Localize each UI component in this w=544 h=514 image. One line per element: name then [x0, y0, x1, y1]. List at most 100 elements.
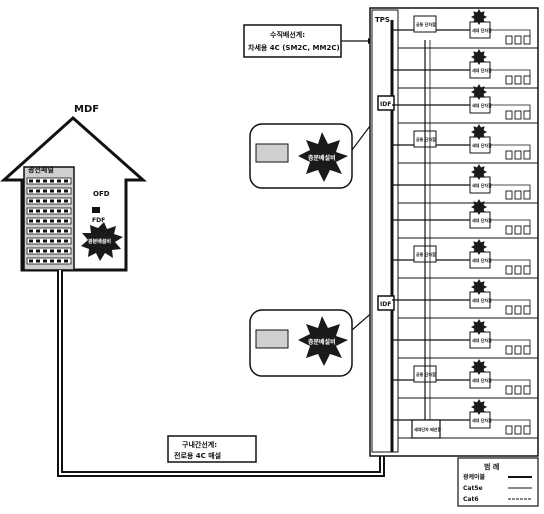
- idf-panel-thumbnail-lower: [256, 330, 288, 348]
- panel-port: [64, 220, 68, 223]
- panel-port: [64, 190, 68, 193]
- floor-outlet: [506, 151, 512, 159]
- panel-port: [36, 190, 40, 193]
- household-box-label: 세대 단자함: [472, 217, 492, 223]
- legend-item-fiber: 광케이블: [463, 473, 486, 481]
- floor-outlet: [506, 346, 512, 354]
- floor-starburst: [471, 399, 487, 415]
- campus-line-spec: 전로용 4C 매설: [174, 451, 221, 460]
- panel-port: [64, 250, 68, 253]
- floor-starburst: [471, 319, 487, 335]
- panel-port: [36, 180, 40, 183]
- floor-outlet: [524, 426, 530, 434]
- floor-outlet: [506, 111, 512, 119]
- idf-box-upper-label: IDF: [380, 101, 391, 108]
- household-box-label: 세대 단자함: [472, 417, 492, 423]
- panel-port: [64, 260, 68, 263]
- floor-outlet: [515, 151, 521, 159]
- vertical-line-title: 수직배선계:: [270, 30, 305, 39]
- floor-outlet: [515, 386, 521, 394]
- panel-port: [36, 200, 40, 203]
- floor-outlet: [515, 191, 521, 199]
- panel-port: [50, 200, 54, 203]
- floor-outlet: [506, 76, 512, 84]
- household-box-label: 세대 단자함: [472, 27, 492, 33]
- vertical-line-spec: 차세용 4C (SM2C, MM2C): [248, 43, 340, 52]
- odf-label: OFD: [93, 190, 110, 198]
- panel-port: [43, 250, 47, 253]
- floor-starburst: [471, 124, 487, 140]
- idf-box-lower-label: IDF: [380, 301, 391, 308]
- panel-port: [36, 220, 40, 223]
- floor-starburst: [471, 84, 487, 100]
- household-box-label: 세대 단자함: [472, 182, 492, 188]
- household-box-label: 세대 단자함: [472, 257, 492, 263]
- panel-port: [29, 210, 33, 213]
- panel-port: [43, 200, 47, 203]
- panel-port: [29, 230, 33, 233]
- common-box-label: 공동 단자함: [416, 251, 436, 257]
- floor-outlet: [515, 36, 521, 44]
- panel-port: [36, 230, 40, 233]
- campus-line-title: 구내간선계:: [182, 440, 217, 449]
- floor-outlet: [515, 266, 521, 274]
- floor-outlet: [515, 306, 521, 314]
- odf-port: [92, 207, 100, 213]
- panel-port: [50, 220, 54, 223]
- floor-starburst: [471, 279, 487, 295]
- panel-port: [29, 260, 33, 263]
- floor-outlet: [515, 76, 521, 84]
- household-box-label: 세대 단자함: [472, 102, 492, 108]
- tps-label: TPS: [375, 16, 390, 24]
- panel-port: [57, 240, 61, 243]
- panel-port: [57, 210, 61, 213]
- common-box-label: 공동 단자함: [416, 136, 436, 142]
- vertical-line-callout: [244, 25, 341, 57]
- panel-port: [50, 250, 54, 253]
- tps-shaft: [372, 10, 398, 452]
- panel-port: [29, 240, 33, 243]
- panel-port: [43, 230, 47, 233]
- panel-port: [43, 180, 47, 183]
- panel-port: [50, 240, 54, 243]
- floor-outlet: [524, 386, 530, 394]
- panel-port: [29, 200, 33, 203]
- floor-starburst: [471, 164, 487, 180]
- floor-outlet: [524, 36, 530, 44]
- panel-port: [43, 260, 47, 263]
- floor-outlet: [524, 191, 530, 199]
- panel-port: [57, 250, 61, 253]
- panel-port: [43, 220, 47, 223]
- floor-outlet: [524, 226, 530, 234]
- idf-starburst-text-lower: 층분배설비: [308, 338, 336, 346]
- household-box-label: 세대 단자함: [472, 297, 492, 303]
- panel-port: [57, 190, 61, 193]
- panel-port: [57, 230, 61, 233]
- legend-item-cat6: Cat6: [463, 496, 479, 503]
- panel-port: [50, 190, 54, 193]
- floor-outlet: [506, 426, 512, 434]
- panel-port: [57, 180, 61, 183]
- panel-port: [36, 240, 40, 243]
- household-box-label: 세대 단자함: [472, 377, 492, 383]
- floor-outlet: [515, 426, 521, 434]
- legend-item-cat5e: Cat5e: [463, 485, 483, 492]
- panel-port: [64, 240, 68, 243]
- panel-port: [43, 190, 47, 193]
- panel-port: [29, 250, 33, 253]
- panel-port: [29, 190, 33, 193]
- mdf-label: MDF: [74, 104, 99, 115]
- floor-outlet: [524, 76, 530, 84]
- mdf-starburst-text: 광분배설비: [88, 238, 111, 245]
- panel-port: [36, 210, 40, 213]
- idf-callout-lower: 층분배설비: [250, 304, 382, 376]
- bottom-box-label: 세대단자 배선함: [414, 426, 441, 432]
- floor-starburst: [471, 359, 487, 375]
- household-box-label: 세대 단자함: [472, 337, 492, 343]
- floor-outlet: [524, 151, 530, 159]
- floor-outlet: [506, 266, 512, 274]
- legend: 범 례 광케이블 Cat5e Cat6: [458, 458, 538, 506]
- panel-port: [29, 180, 33, 183]
- panel-port: [57, 220, 61, 223]
